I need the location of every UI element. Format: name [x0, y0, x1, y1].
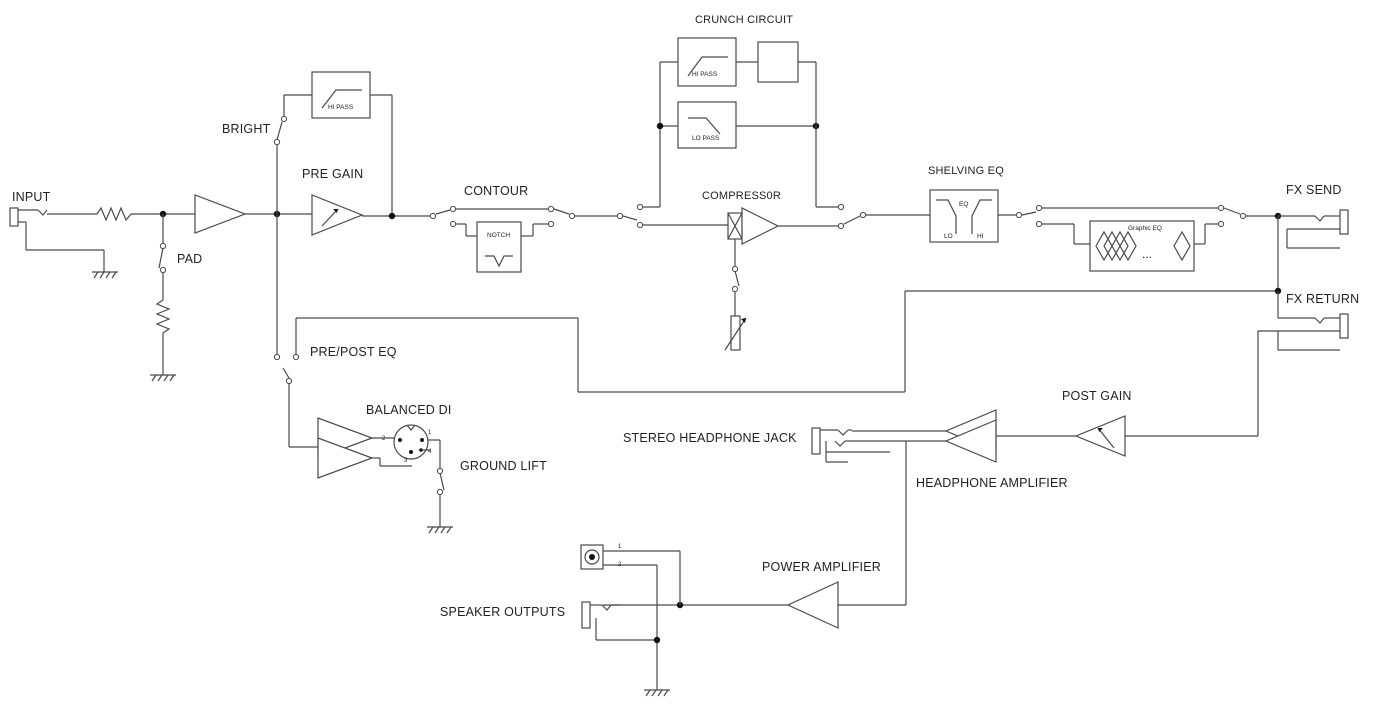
fx-send-label: FX SEND [1286, 183, 1342, 197]
shelving-eq-block: EQ LO HI [929, 189, 999, 243]
pad-resistor [155, 299, 171, 334]
bright-hi-pass-filter: HI PASS [311, 71, 371, 119]
input-buffer-amp [194, 194, 247, 234]
pad-ground-symbol [150, 374, 176, 382]
speaker-output-jack [581, 601, 661, 644]
svg-text:4: 4 [428, 449, 432, 455]
xlr-connector: 2 1 4 3 [382, 424, 441, 468]
crunch-clipper-block [757, 41, 799, 83]
fx-return-jack [1125, 313, 1349, 437]
fx-return-label: FX RETURN [1286, 292, 1359, 306]
pre-post-eq-label: PRE/POST EQ [310, 345, 397, 359]
ground-lift-switch [436, 467, 445, 527]
balanced-di-label: BALANCED DI [366, 403, 452, 417]
bright-label: BRIGHT [222, 122, 271, 136]
bright-switch [273, 94, 312, 214]
svg-text:Graphic EQ: Graphic EQ [1128, 225, 1162, 232]
pad-switch [158, 214, 167, 300]
svg-text:HI PASS: HI PASS [692, 71, 718, 78]
svg-text:NOTCH: NOTCH [487, 232, 510, 239]
fx-send-jack [1278, 209, 1349, 249]
balanced-di-amp [317, 417, 412, 479]
power-amplifier-label: POWER AMPLIFIER [762, 560, 881, 574]
svg-text:LO: LO [944, 233, 953, 240]
svg-text:3: 3 [404, 458, 408, 464]
crunch-hi-pass-filter: HI PASS [677, 37, 737, 87]
power-amplifier [603, 581, 906, 629]
headphone-amplifier [852, 409, 997, 605]
pre-post-eq-switch [273, 214, 1278, 448]
speaker-outputs-label: SPEAKER OUTPUTS [440, 605, 565, 619]
crunch-circuit-label: CRUNCH CIRCUIT [695, 14, 793, 26]
speaker-ground-symbol [644, 689, 670, 697]
post-gain-label: POST GAIN [1062, 389, 1132, 403]
svg-text:...: ... [1142, 247, 1152, 261]
post-gain-amp [1074, 415, 1126, 457]
notch-filter: NOTCH [476, 221, 522, 273]
pre-gain-amp [311, 194, 364, 236]
svg-text:1: 1 [618, 544, 622, 550]
crunch-path-switch-in [616, 61, 728, 229]
contour-label: CONTOUR [464, 184, 528, 198]
shelving-eq-label: SHELVING EQ [928, 165, 1004, 177]
stereo-headphone-jack [811, 427, 890, 463]
pad-label: PAD [177, 252, 202, 266]
svg-text:HI: HI [977, 233, 984, 240]
contour-switch [429, 205, 617, 237]
svg-text:2: 2 [382, 436, 386, 442]
di-ground-symbol [427, 526, 453, 534]
input-ground-symbol [92, 250, 118, 279]
compressor [724, 207, 838, 351]
compressor-label: COMPRESS0R [702, 190, 781, 202]
ground-lift-label: GROUND LIFT [460, 459, 547, 473]
headphone-amplifier-label: HEADPHONE AMPLIFIER [916, 476, 1068, 490]
svg-text:EQ: EQ [959, 201, 968, 208]
speakon-connector: 1 2 [580, 544, 681, 690]
svg-text:1: 1 [428, 430, 432, 436]
pre-gain-label: PRE GAIN [302, 167, 363, 181]
input-jack [9, 207, 104, 251]
svg-text:LO PASS: LO PASS [692, 135, 720, 142]
crunch-lo-pass-filter: LO PASS [677, 101, 737, 149]
stereo-headphone-jack-label: STEREO HEADPHONE JACK [623, 431, 797, 445]
graphic-eq-switch [1021, 204, 1278, 245]
bright-hi-pass-label: HI PASS [328, 104, 354, 111]
input-label: INPUT [12, 190, 51, 204]
input-resistor [96, 206, 132, 222]
compressor-out-switch [837, 203, 930, 230]
graphic-eq-block: Graphic EQ ... [1089, 220, 1195, 272]
